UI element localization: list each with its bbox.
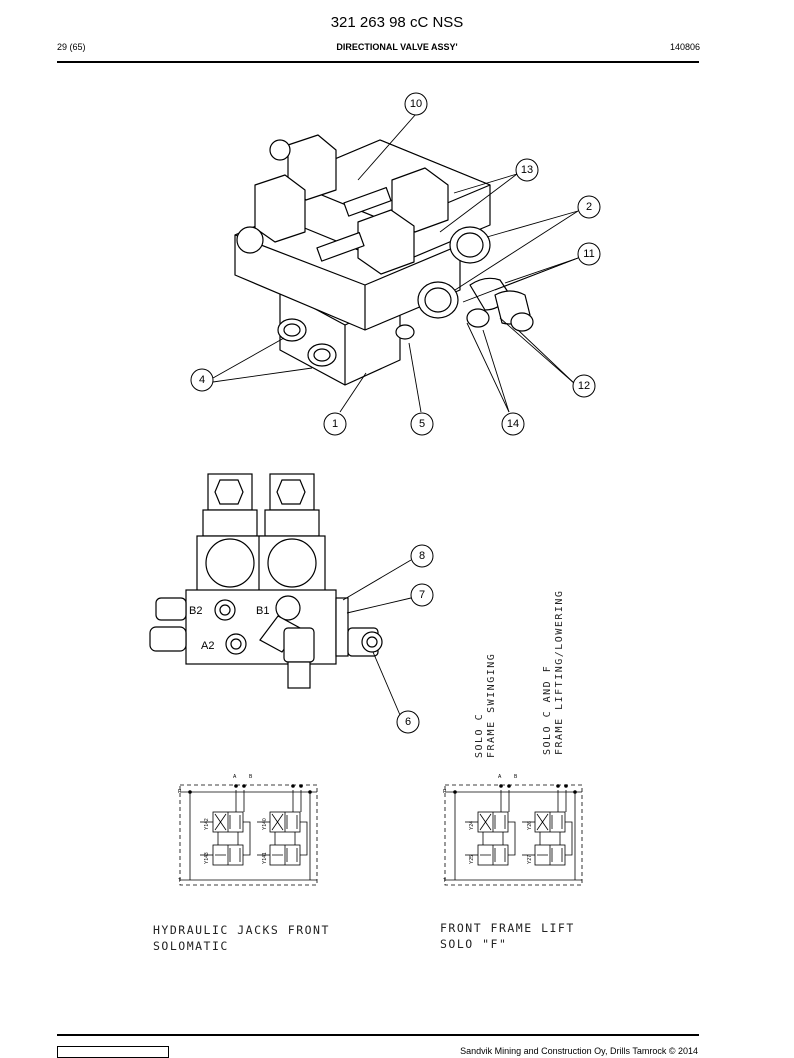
footer-copyright: Sandvik Mining and Construction Oy, Dril… <box>460 1046 698 1056</box>
schematic-left-caption-2: SOLOMATIC <box>153 939 229 953</box>
coil-y26: Y26 <box>527 821 533 830</box>
schematic-right-t: T <box>443 878 446 884</box>
leader-lines-middle <box>342 559 412 716</box>
schematic-right-a: A <box>498 774 502 780</box>
schematic-right-caption-2: SOLO "F" <box>440 937 507 951</box>
coil-y143: Y143 <box>204 852 210 864</box>
schematic-left-dots <box>188 784 312 794</box>
front-view-valve <box>149 473 383 689</box>
front-view-port-labels: B2 B1 A2 <box>189 605 269 652</box>
schematic-right-dots <box>453 784 577 794</box>
note-solo-c-and-f: SOLO C AND F <box>542 665 553 755</box>
coil-y27: Y27 <box>527 855 533 864</box>
schematic-left-t: T <box>178 878 181 884</box>
note-frame-lifting-lowering: FRAME LIFTING/LOWERING <box>554 590 565 755</box>
coil-y141: Y141 <box>262 852 268 864</box>
schematic-right <box>444 784 583 886</box>
callout-2: 2 <box>586 201 592 213</box>
callout-4: 4 <box>199 374 205 386</box>
schematic-left-caption-1: HYDRAULIC JACKS FRONT <box>153 923 330 937</box>
schematic-right-labels: P T A B Y24 Y25 Y26 Y27 <box>443 774 533 884</box>
coil-y25: Y25 <box>469 855 475 864</box>
schematic-left-b: B <box>249 774 253 780</box>
callout-13: 13 <box>521 164 533 176</box>
schematic-right-b: B <box>514 774 518 780</box>
callout-1: 1 <box>332 418 338 430</box>
note-solo-c: SOLO C <box>474 713 485 758</box>
note-frame-swinging: FRAME SWINGING <box>486 653 497 758</box>
callout-14: 14 <box>507 418 519 430</box>
callout-numbers-top: 10 13 2 11 4 12 1 5 14 <box>199 98 595 430</box>
page-title: DIRECTIONAL VALVE ASSY' <box>336 42 458 52</box>
header-rule <box>57 61 699 63</box>
footer-rule <box>57 1034 699 1036</box>
callout-12: 12 <box>578 380 590 392</box>
rotated-notes: SOLO C FRAME SWINGING SOLO C AND F FRAME… <box>474 590 565 758</box>
schematic-left-p: P <box>178 789 182 795</box>
schematic-left-labels: P T A B Y142 Y143 Y140 Y141 <box>178 774 268 884</box>
port-label-b1: B1 <box>256 605 269 617</box>
schematic-right-caption-1: FRONT FRAME LIFT <box>440 921 575 935</box>
callout-6: 6 <box>405 716 411 728</box>
callout-8: 8 <box>419 550 425 562</box>
callout-7: 7 <box>419 589 425 601</box>
port-label-b2: B2 <box>189 605 202 617</box>
coil-y140: Y140 <box>262 818 268 830</box>
coil-y24: Y24 <box>469 821 475 830</box>
schematic-right-p: P <box>443 789 447 795</box>
callouts-middle <box>396 544 434 734</box>
document-number: 321 263 98 cC NSS <box>330 14 464 31</box>
brand-logo <box>57 1046 169 1058</box>
isometric-valve-assembly <box>234 134 534 386</box>
callout-numbers-middle: 8 7 6 <box>405 550 425 728</box>
port-label-a2: A2 <box>201 640 214 652</box>
callout-11: 11 <box>583 248 594 260</box>
callout-5: 5 <box>419 418 425 430</box>
page-indicator: 29 (65) <box>57 42 86 52</box>
callouts-top <box>190 92 601 436</box>
schematic-left-a: A <box>233 774 237 780</box>
schematic-left <box>179 784 318 886</box>
coil-y142: Y142 <box>204 818 210 830</box>
document-code: 140806 <box>669 42 700 52</box>
leader-lines-top <box>212 113 579 413</box>
callout-10: 10 <box>410 98 422 110</box>
